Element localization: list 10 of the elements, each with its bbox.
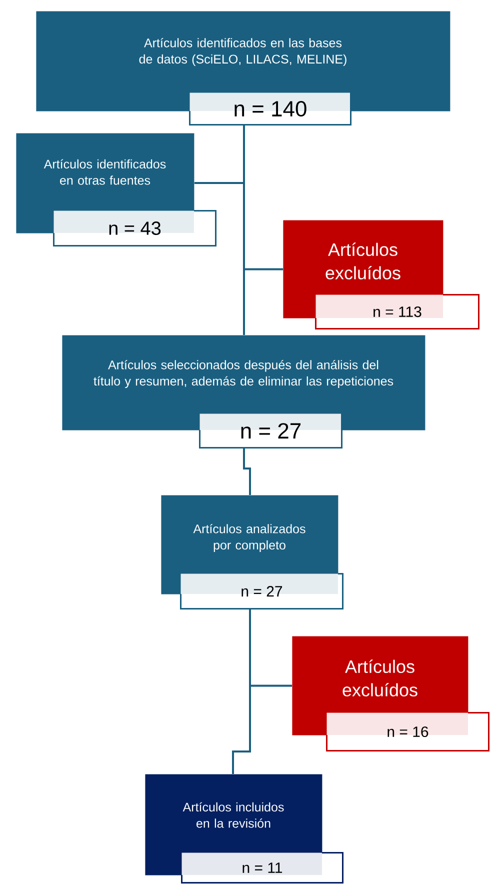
count-box: n = 11 xyxy=(181,852,344,884)
count-box: n = 16 xyxy=(326,712,490,752)
count-box: n = 113 xyxy=(315,294,480,330)
connector-line xyxy=(194,182,245,335)
count-box: n = 43 xyxy=(53,210,216,246)
count-box: n = 140 xyxy=(189,92,352,126)
connector-line xyxy=(249,610,292,687)
connector-line xyxy=(243,126,283,270)
count-box: n = 27 xyxy=(180,573,344,610)
connector-line xyxy=(243,448,251,495)
